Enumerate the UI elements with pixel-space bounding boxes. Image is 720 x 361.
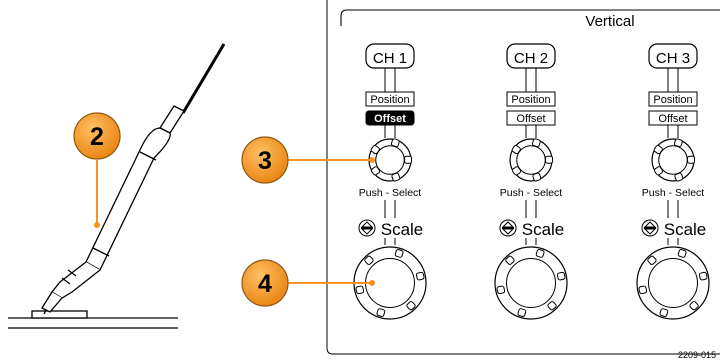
callout-4-badge [241, 259, 289, 307]
ch2-button-label: CH 2 [514, 50, 548, 67]
ch1-scale-label: Scale [381, 220, 424, 239]
ch2-offset-tab [506, 110, 556, 126]
ch3-push-select-label: Push - Select [642, 187, 705, 199]
ch1-scale-updown-icon [358, 219, 376, 237]
callout-2: 2 [73, 112, 121, 228]
ch1-button-label: CH 1 [373, 50, 407, 67]
callout-4: 4 [241, 259, 375, 307]
ch2-push-select-label: Push - Select [500, 187, 563, 199]
ch2-scale-label: Scale [522, 220, 565, 239]
ch2-button[interactable] [506, 43, 556, 69]
ch1-position-tab [365, 91, 415, 107]
ch1-button[interactable] [365, 43, 415, 69]
ch3-offset-label: Offset [658, 113, 687, 125]
ch2-scale-updown-icon [499, 219, 517, 237]
ch1-offset-label: Offset [374, 113, 406, 125]
ch2-offset-label: Offset [516, 113, 545, 125]
ch1-push-select-label: Push - Select [359, 187, 422, 199]
ch3-offset-tab [648, 110, 698, 126]
figure-id: 2209-015 [678, 350, 716, 360]
ch2-position-knob[interactable] [509, 138, 554, 182]
ch1-position-knob[interactable] [368, 138, 413, 182]
ch2-scale-knob[interactable] [494, 246, 568, 320]
ch1-offset-tab [365, 110, 415, 126]
ch3-position-knob[interactable] [651, 138, 696, 182]
ch3-scale-updown-icon [641, 219, 659, 237]
panel-title: Vertical [585, 13, 634, 30]
ch3-button[interactable] [648, 43, 698, 69]
ch3-position-label: Position [653, 94, 692, 106]
vertical-panel: Vertical [326, 0, 720, 355]
probe-illustration [8, 43, 226, 329]
callout-3-badge [241, 136, 289, 184]
ch3-scale-knob[interactable] [636, 246, 710, 320]
callouts: 2 3 4 [73, 112, 375, 307]
ch3-button-label: CH 3 [656, 50, 690, 67]
callout-2-badge [73, 112, 121, 160]
callout-3: 3 [241, 136, 375, 184]
callout-3-number: 3 [258, 147, 272, 175]
ch2-position-label: Position [511, 94, 550, 106]
ch1-position-label: Position [370, 94, 409, 106]
ch3-position-tab [648, 91, 698, 107]
callout-2-number: 2 [90, 123, 104, 151]
callout-4-number: 4 [258, 270, 272, 298]
ch2-position-tab [506, 91, 556, 107]
ch3-scale-label: Scale [664, 220, 707, 239]
